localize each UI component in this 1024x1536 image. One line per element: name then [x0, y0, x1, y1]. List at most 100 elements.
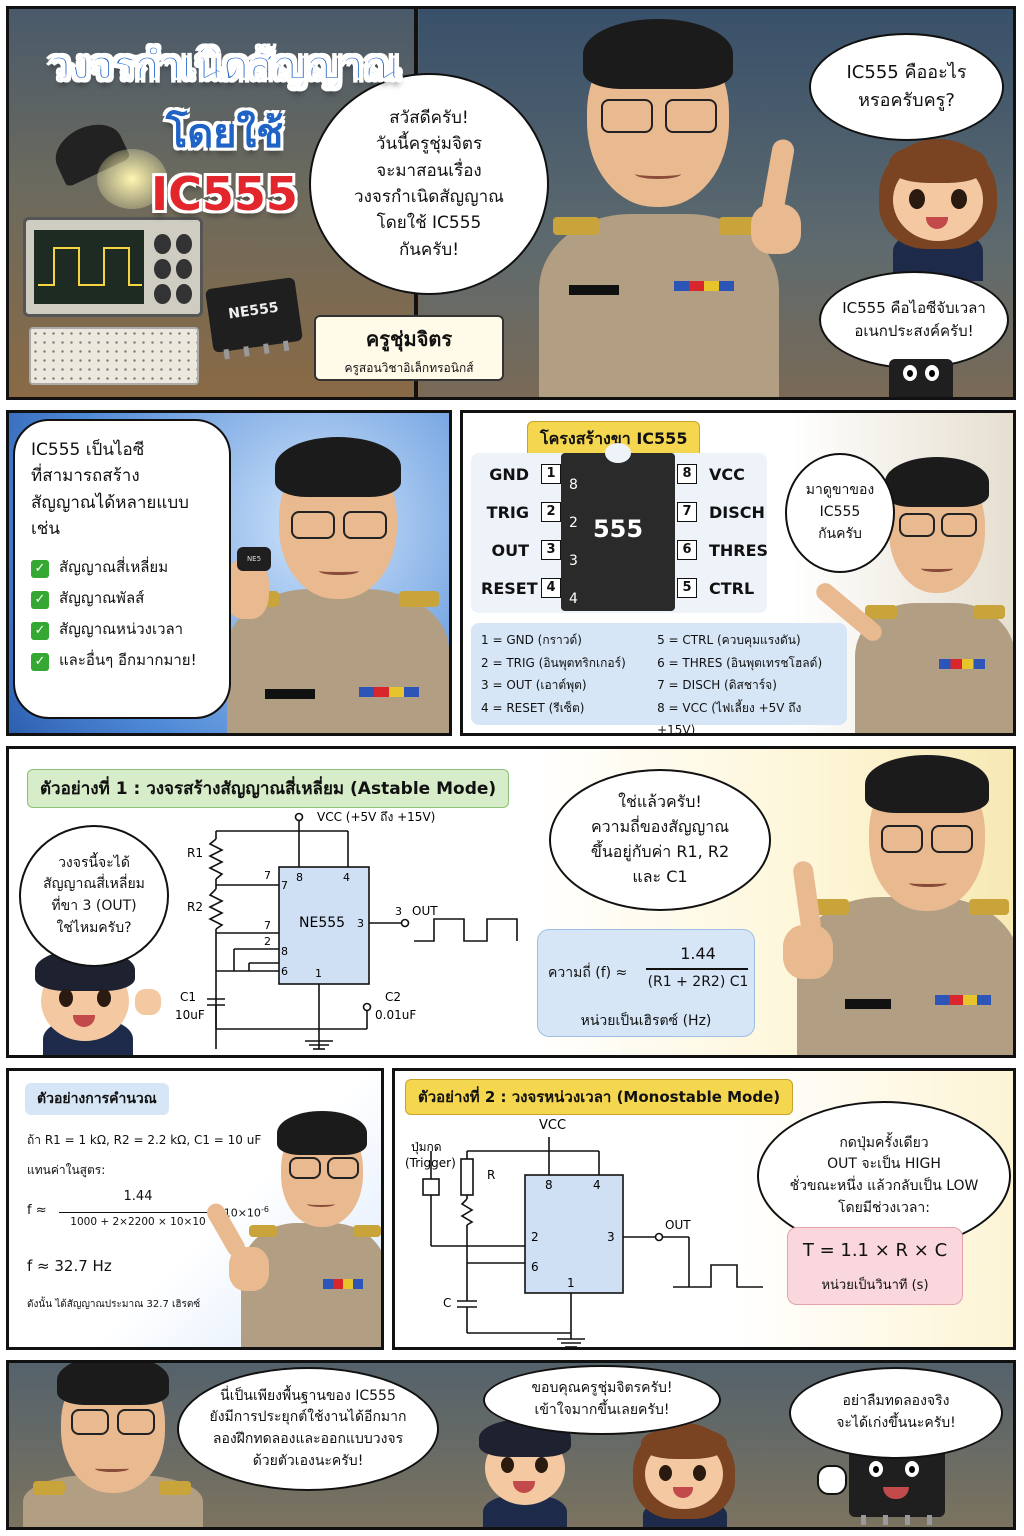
pin-label: 8 [545, 1178, 553, 1192]
small-chip-icon: NE5 [237, 547, 271, 571]
pin-name: GND [489, 464, 529, 484]
c1-label: C1 [180, 990, 196, 1004]
teacher-answer-bubble: ใช่แล้วครับ! ความถี่ของสัญญาณ ขึ้นอยู่กั… [549, 769, 771, 911]
bubble-line: ขึ้นอยู่กับค่า R1, R2 [590, 842, 730, 861]
ic-label: NE555 [299, 915, 345, 931]
out-label: OUT [412, 904, 438, 918]
bubble-line: ที่สามารถสร้าง [31, 466, 140, 487]
calc-conclusion: ดังนั้น ได้สัญญาณประมาณ 32.7 เฮิรตซ์ [27, 1299, 201, 1310]
vcc-terminal [294, 812, 304, 822]
thumbs-up-icon [817, 1465, 847, 1495]
teacher-figure [23, 1363, 203, 1527]
list-item: ✓ สัญญาณหน่วงเวลา [31, 614, 197, 645]
panel-calculation: ตัวอย่างการคำนวณ ถ้า R1 = 1 kΩ, R2 = 2.2… [6, 1068, 384, 1350]
closing-chip-bubble: อย่าลืมทดลองจริง จะได้เก่งขึ้นนะครับ! [789, 1367, 1003, 1459]
astable-title: ตัวอย่างที่ 1 : วงจรสร้างสัญญาณสี่เหลี่ย… [27, 769, 510, 808]
calc-fraction-bar [59, 1212, 217, 1214]
ic555-block [524, 1174, 624, 1294]
pin-name: THRES [709, 540, 769, 560]
pin-name: OUT [491, 540, 529, 560]
resistor-zigzag [460, 1198, 474, 1226]
overview-bubble: IC555 เป็นไอซี ที่สามารถสร้าง สัญญาณได้ห… [13, 419, 231, 719]
panel-astable: ตัวอย่างที่ 1 : วงจรสร้างสัญญาณสี่เหลี่ย… [6, 746, 1016, 1058]
teacher-figure [765, 749, 1013, 1055]
time-formula-box: T = 1.1 × R × C หน่วยเป็นวินาที (s) [787, 1227, 963, 1305]
pin-name: DISCH [709, 502, 765, 522]
c2-value: 0.01uF [375, 1008, 416, 1022]
bubble-line: IC555 คือไอซีจับเวลา [842, 298, 986, 317]
chip-mascot-icon [889, 359, 953, 397]
pin-number: 8 [569, 477, 578, 493]
resistor-r [460, 1158, 474, 1196]
bubble-line: ลองฝึกทดลองและออกแบบวงจร [212, 1431, 404, 1447]
pin-label: 4 [593, 1178, 601, 1192]
panel-closing: นี่เป็นเพียงพื้นฐานของ IC555 ยังมีการประ… [6, 1360, 1016, 1530]
bubble-line: จะได้เก่งขึ้นนะครับ! [836, 1415, 956, 1431]
vcc-label: VCC [539, 1118, 566, 1133]
calc-numerator: 1.44 [123, 1189, 153, 1204]
calc-exponent: -6 [260, 1205, 269, 1214]
bubble-line: วงจรกำเนิดสัญญาณ [354, 187, 504, 207]
button-label: ปุ่มกด [411, 1140, 442, 1155]
time-unit: หน่วยเป็นวินาที (s) [821, 1278, 929, 1293]
pin-label: 7 [281, 879, 288, 892]
ic555-chip-body: 555 [561, 443, 675, 611]
chip-answer-bubble: IC555 คือไอซีจับเวลา อเนกประสงค์ครับ! [819, 271, 1009, 369]
teacher-figure [529, 9, 801, 397]
teacher-name: ครูชุ่มจิตร [365, 327, 453, 351]
pin-number: 4 [541, 578, 561, 598]
square-wave-output [414, 918, 518, 942]
calc-f-prefix: f ≈ [27, 1203, 47, 1218]
checkmark-icon: ✓ [31, 591, 49, 610]
bubble-line: อย่าลืมทดลองจริง [842, 1393, 950, 1410]
r-label: R [487, 1168, 495, 1182]
c1-value: 10uF [175, 1008, 205, 1022]
bubble-line: ใช่ไหมครับ? [56, 919, 132, 936]
pin-number: 1 [541, 464, 561, 484]
bubble-line: ขอบคุณครูชุ่มจิตรครับ! [531, 1380, 673, 1397]
legend-item: 6 = THRES (อินพุตเทรชโฮลด์) [657, 655, 823, 670]
checkmark-icon: ✓ [31, 621, 49, 640]
fraction-bar [646, 968, 748, 970]
legend-item: 2 = TRIG (อินพุตทริกเกอร์) [481, 655, 626, 670]
bubble-line: IC555 [819, 504, 861, 521]
monostable-circuit-diagram: VCC ปุ่มกด (Trigger) R C OUT 8 4 2 6 3 1 [405, 1118, 763, 1347]
pin-label: 6 [531, 1260, 539, 1274]
pin-label: 6 [281, 965, 288, 978]
bubble-line: ยังมีการประยุกต์ใช้งานได้อีกมาก [209, 1409, 407, 1426]
c2-terminal [362, 1002, 372, 1012]
resistor-r2 [208, 888, 224, 930]
bubble-line: เช่น [31, 519, 60, 540]
girl-question-bubble: IC555 คืออะไร หรอครับครู? [809, 33, 1004, 141]
legend-item: 5 = CTRL (ควบคุมแรงดัน) [657, 633, 801, 647]
legend-item: 7 = DISCH (ดิสชาร์จ) [657, 678, 777, 692]
bubble-line: และ C1 [632, 866, 688, 886]
pin-number: 2 [569, 515, 578, 531]
bubble-line: โดยมีช่วงเวลา: [837, 1199, 931, 1216]
pin-legend: 1 = GND (กราวด์) 2 = TRIG (อินพุตทริกเกอ… [471, 623, 847, 733]
student-girl-figure [871, 139, 1001, 281]
pin-label: 7 [264, 919, 271, 932]
bubble-line: สัญญาณสี่เหลี่ยม [43, 876, 145, 893]
out-terminal [654, 1232, 664, 1242]
pin-name: VCC [709, 464, 745, 484]
list-item-label: สัญญาณพัลส์ [59, 589, 145, 608]
teacher-figure [812, 453, 1013, 733]
legend-item: 4 = RESET (รีเซ็ต) [481, 700, 585, 715]
bubble-line: ชั่วขณะหนึ่ง แล้วกลับเป็น LOW [789, 1178, 979, 1194]
list-item-label: สัญญาณหน่วงเวลา [59, 619, 184, 638]
title-line-3: IC555 [151, 167, 298, 221]
pin-label: 8 [296, 871, 303, 884]
chip-label: NE555 [227, 299, 280, 323]
lamp-glow [97, 149, 167, 209]
panel-monostable: ตัวอย่างที่ 2 : วงจรหน่วงเวลา (Monostabl… [392, 1068, 1016, 1350]
pin-label: 1 [315, 967, 322, 980]
checkmark-icon: ✓ [31, 652, 49, 671]
calc-denominator: 1000 + 2×2200 × 10×10 [70, 1216, 206, 1228]
teacher-role: ครูสอนวิชาอิเล็กทรอนิกส์ [344, 361, 474, 375]
